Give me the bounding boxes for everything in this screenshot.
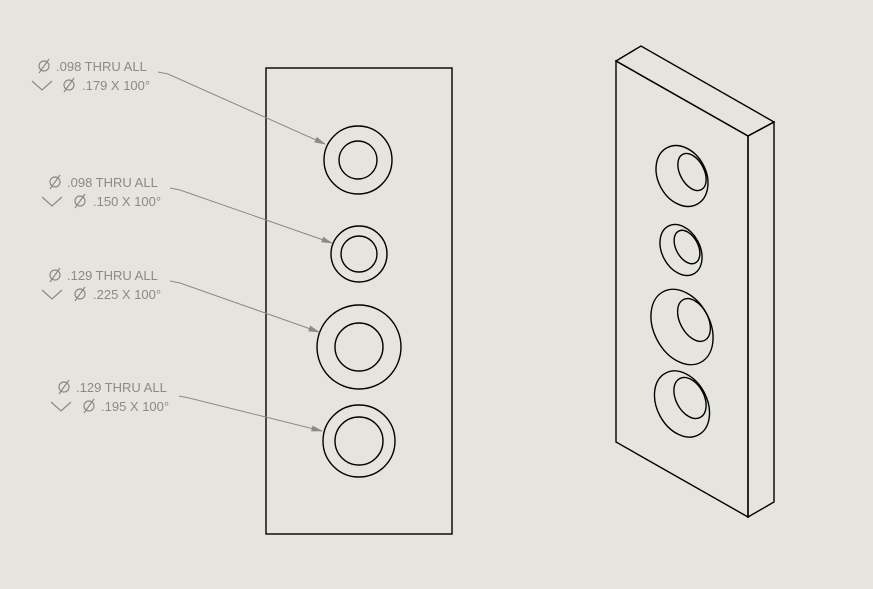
diameter-symbol-icon bbox=[49, 174, 61, 190]
diameter-symbol-icon bbox=[63, 77, 75, 93]
countersink-symbol-icon bbox=[41, 196, 63, 207]
hole-callout-1-arrowhead bbox=[314, 136, 326, 145]
hole-callout-1[interactable]: .098 THRU ALL .179 X 100° bbox=[31, 58, 326, 145]
iso-front-face bbox=[615, 59, 749, 519]
hole-callout-1-leader bbox=[157, 71, 326, 145]
hole-callout-2[interactable]: .098 THRU ALL .150 X 100° bbox=[41, 174, 333, 244]
diameter-symbol-icon bbox=[83, 398, 95, 414]
iso-hole-3-thru bbox=[676, 297, 712, 343]
hole-callout-4-countersink: .195 X 100° bbox=[101, 399, 169, 414]
hole-callout-2-countersink: .150 X 100° bbox=[93, 194, 161, 209]
hole-callout-1-countersink: .179 X 100° bbox=[82, 78, 150, 93]
iso-hole-2 bbox=[659, 223, 703, 277]
front-view-plate-outline bbox=[265, 67, 453, 535]
hole-3-countersink-edge bbox=[316, 304, 402, 390]
hole-callout-4[interactable]: .129 THRU ALL .195 X 100° bbox=[50, 379, 323, 432]
diameter-symbol-icon bbox=[49, 267, 61, 283]
hole-callout-2-leader bbox=[169, 187, 333, 244]
iso-hole-4 bbox=[653, 370, 711, 438]
hole-1-thru-edge bbox=[338, 140, 378, 180]
iso-hole-1-countersink bbox=[655, 144, 709, 208]
hole-callout-4-leader bbox=[178, 395, 323, 432]
diameter-symbol-icon bbox=[58, 379, 70, 395]
hole-callout-2-arrowhead bbox=[321, 236, 333, 244]
diameter-symbol-icon bbox=[38, 58, 50, 74]
hole-3-thru-edge bbox=[334, 322, 384, 372]
hole-callout-2-diameter: .098 THRU ALL bbox=[67, 175, 158, 190]
isometric-view bbox=[614, 45, 776, 519]
hole-4-countersink-edge bbox=[322, 404, 396, 478]
iso-top-face bbox=[614, 45, 776, 137]
iso-hole-2-countersink bbox=[659, 223, 703, 277]
front-hole-4 bbox=[322, 404, 396, 478]
iso-hole-3 bbox=[650, 288, 714, 366]
countersink-symbol-icon bbox=[31, 80, 53, 91]
hole-callout-3-countersink: .225 X 100° bbox=[93, 287, 161, 302]
hole-1-countersink-edge bbox=[323, 125, 393, 195]
front-hole-1 bbox=[323, 125, 393, 195]
hole-2-countersink-edge bbox=[330, 225, 388, 283]
countersink-symbol-icon bbox=[41, 289, 63, 300]
iso-hole-4-countersink bbox=[653, 370, 711, 438]
hole-callout-4-arrowhead bbox=[311, 425, 323, 432]
diameter-symbol-icon bbox=[74, 193, 86, 209]
front-hole-3 bbox=[316, 304, 402, 390]
hole-callout-3-diameter: .129 THRU ALL bbox=[67, 268, 158, 283]
iso-side-face bbox=[747, 120, 775, 519]
hole-callout-1-diameter: .098 THRU ALL bbox=[56, 59, 147, 74]
hole-callout-3-arrowhead bbox=[308, 325, 320, 333]
countersink-symbol-icon bbox=[50, 401, 72, 412]
hole-2-thru-edge bbox=[340, 235, 378, 273]
front-hole-2 bbox=[330, 225, 388, 283]
iso-hole-1 bbox=[655, 144, 709, 208]
iso-hole-1-thru bbox=[677, 152, 707, 192]
hole-4-thru-edge bbox=[334, 416, 384, 466]
front-view bbox=[265, 67, 453, 535]
diameter-symbol-icon bbox=[74, 286, 86, 302]
iso-hole-2-thru bbox=[673, 229, 701, 265]
hole-callout-4-diameter: .129 THRU ALL bbox=[76, 380, 167, 395]
hole-callout-3[interactable]: .129 THRU ALL .225 X 100° bbox=[41, 267, 320, 333]
iso-hole-4-thru bbox=[673, 376, 707, 420]
hole-callout-3-leader bbox=[169, 280, 320, 333]
